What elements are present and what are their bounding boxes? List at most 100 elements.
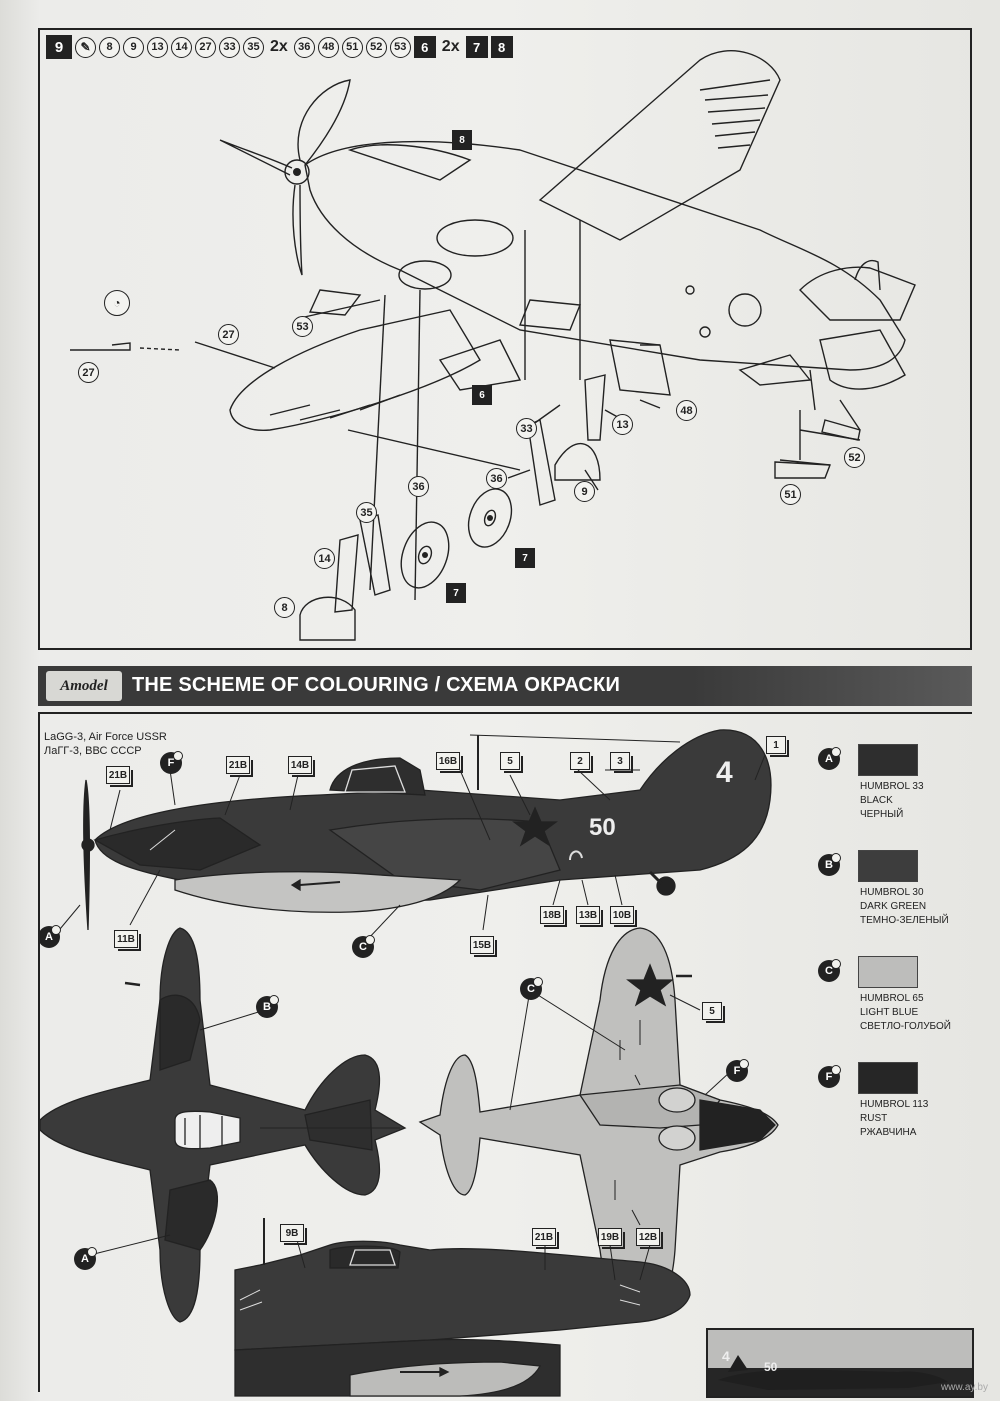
decal-12b: 12B bbox=[636, 1228, 663, 1249]
part-36: 36 bbox=[293, 36, 315, 58]
color-swatch bbox=[858, 850, 918, 882]
callout-part-36: 36 bbox=[486, 468, 507, 489]
legend-letter: B bbox=[818, 853, 841, 876]
part-14: 14 bbox=[171, 36, 192, 58]
callout-part-8: 8 bbox=[452, 130, 472, 150]
paint-name-ru: РЖАВЧИНА bbox=[860, 1127, 917, 1138]
paint-legend: A HUMBROL 33 BLACK ЧЕРНЫЙ B HUMBROL 30 D… bbox=[816, 740, 966, 1164]
callout-part-9: 9 bbox=[574, 481, 595, 502]
callout-part-6: 6 bbox=[472, 385, 492, 405]
part-52: 52 bbox=[365, 36, 387, 58]
decal-3: 3 bbox=[610, 752, 633, 773]
section-banner: Amodel THE SCHEME OF COLOURING / СХЕМА О… bbox=[38, 666, 972, 706]
part-35: 35 bbox=[243, 36, 264, 58]
decal-9b: 9B bbox=[280, 1224, 307, 1245]
part-53: 53 bbox=[389, 36, 411, 58]
paint-code: HUMBROL 30 bbox=[860, 887, 924, 898]
paint-marker-c: C bbox=[520, 977, 543, 1000]
assembly-drawing bbox=[70, 50, 916, 641]
aircraft-caption: LaGG-3, Air Force USSR ЛаГГ-3, ВВС СССР bbox=[44, 730, 167, 758]
leader-lines bbox=[54, 754, 766, 1281]
part-51: 51 bbox=[341, 36, 363, 58]
multiplier: 2x bbox=[270, 38, 288, 55]
callout-part-35: 35 bbox=[356, 502, 377, 523]
paint-marker-b: B bbox=[256, 995, 279, 1018]
aircraft-caption-ru: ЛаГГ-3, ВВС СССР bbox=[44, 745, 142, 757]
callout-part-8: 8 bbox=[274, 597, 295, 618]
section-title: THE SCHEME OF COLOURING / СХЕМА ОКРАСКИ bbox=[132, 674, 621, 696]
black-part-7: 7 bbox=[465, 36, 488, 58]
callout-part-53: 53 bbox=[292, 316, 313, 337]
part-8: 8 bbox=[99, 36, 120, 58]
legend-letter: C bbox=[818, 959, 841, 982]
color-swatch bbox=[858, 1062, 918, 1094]
decal-21b: 21B bbox=[106, 766, 133, 787]
legend-item-a: A HUMBROL 33 BLACK ЧЕРНЫЙ bbox=[816, 740, 966, 846]
photo-image bbox=[708, 1330, 972, 1396]
callout-part-27: 27 bbox=[218, 324, 239, 345]
decal-21b: 21B bbox=[532, 1228, 559, 1249]
legend-letter: A bbox=[818, 747, 841, 770]
callout-part-27: 27 bbox=[78, 362, 99, 383]
decal-2: 2 bbox=[570, 752, 593, 773]
decal-18b: 18B bbox=[540, 906, 567, 927]
bottom-view bbox=[418, 927, 779, 1321]
color-swatch bbox=[858, 956, 918, 988]
left-side-profile bbox=[234, 1218, 691, 1397]
callout-part-36: 36 bbox=[408, 476, 429, 497]
callout-part-48: 48 bbox=[676, 400, 697, 421]
paint-code: HUMBROL 33 bbox=[860, 781, 924, 792]
legend-item-b: B HUMBROL 30 DARK GREEN ТЕМНО-ЗЕЛЕНЫЙ bbox=[816, 846, 966, 952]
callout-part-52: 52 bbox=[844, 447, 865, 468]
decal-14b: 14B bbox=[288, 756, 315, 777]
paint-code: HUMBROL 113 bbox=[860, 1099, 929, 1110]
part-33: 33 bbox=[219, 36, 240, 58]
reference-photo: 4 50 bbox=[706, 1328, 974, 1398]
decal-16b: 16B bbox=[436, 752, 463, 773]
fuselage-number: 50 bbox=[589, 814, 616, 841]
part-9: 9 bbox=[123, 36, 144, 58]
decal-21b: 21B bbox=[226, 756, 253, 777]
color-swatch bbox=[858, 744, 918, 776]
paint-name-ru: ЧЕРНЫЙ bbox=[860, 809, 904, 820]
part-48: 48 bbox=[317, 36, 339, 58]
paint-marker-f: F bbox=[726, 1059, 749, 1082]
black-part-8: 8 bbox=[490, 36, 513, 58]
watermark: www.ay.by bbox=[940, 1382, 988, 1393]
legend-item-c: C HUMBROL 65 LIGHT BLUE СВЕТЛО-ГОЛУБОЙ bbox=[816, 952, 966, 1058]
tail-number: 4 bbox=[716, 756, 733, 789]
callout-part-33: 33 bbox=[516, 418, 537, 439]
multiplier: 2x bbox=[441, 38, 460, 55]
decal-19b: 19B bbox=[598, 1228, 625, 1249]
side-profile bbox=[81, 729, 772, 931]
aircraft-caption-en: LaGG-3, Air Force USSR bbox=[44, 731, 167, 743]
step-number: 9 bbox=[46, 35, 72, 59]
paint-marker-f: F bbox=[160, 751, 183, 774]
decal-1: 1 bbox=[766, 736, 789, 757]
callout-part-14: 14 bbox=[314, 548, 335, 569]
paint-name-en: RUST bbox=[860, 1113, 888, 1124]
brand-logo: Amodel bbox=[46, 671, 122, 701]
decal-13b: 13B bbox=[576, 906, 603, 927]
part-13: 13 bbox=[147, 36, 168, 58]
callout-part-7: 7 bbox=[446, 583, 466, 603]
legend-item-f: F HUMBROL 113 RUST РЖАВЧИНА bbox=[816, 1058, 966, 1164]
callout-part-51: 51 bbox=[780, 484, 801, 505]
part-27: 27 bbox=[195, 36, 216, 58]
decal-5: 5 bbox=[702, 1002, 725, 1023]
paint-code: HUMBROL 65 bbox=[860, 993, 924, 1004]
paint-name-en: LIGHT BLUE bbox=[860, 1007, 919, 1018]
photo-fuselage-number: 50 bbox=[764, 1360, 778, 1374]
paint-name-en: DARK GREEN bbox=[860, 901, 927, 912]
top-view bbox=[39, 927, 407, 1323]
paint-marker-a: A bbox=[38, 925, 61, 948]
paint-name-en: BLACK bbox=[860, 795, 893, 806]
assembly-frame bbox=[38, 28, 972, 650]
decal-10b: 10B bbox=[610, 906, 637, 927]
colour-scheme-frame bbox=[38, 712, 972, 1392]
callout-part-13: 13 bbox=[612, 414, 633, 435]
decal-11b: 11B bbox=[114, 930, 141, 951]
paint-name-ru: ТЕМНО-ЗЕЛЕНЫЙ bbox=[860, 915, 949, 926]
legend-letter: F bbox=[818, 1065, 841, 1088]
